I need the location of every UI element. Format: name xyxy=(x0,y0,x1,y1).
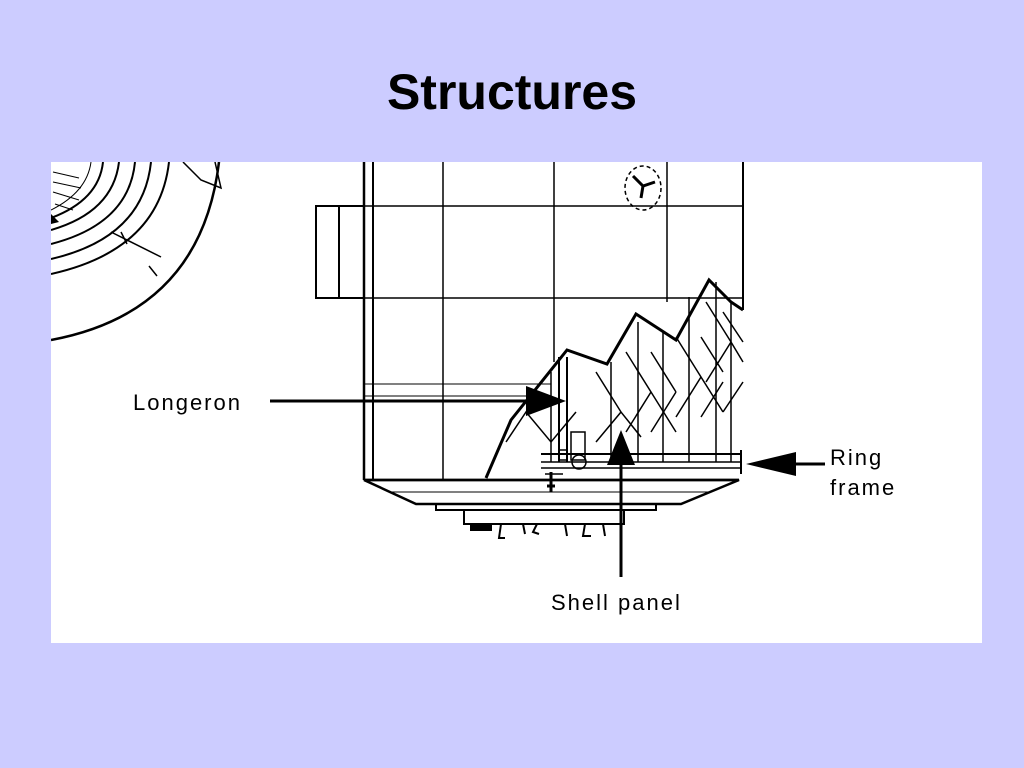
main-body xyxy=(362,162,744,480)
shell-lattice xyxy=(505,282,744,462)
bottom-adapter xyxy=(363,472,740,539)
ring-frame xyxy=(541,450,742,475)
longeron-label: Longeron xyxy=(133,390,242,415)
shell-panel-arrow xyxy=(607,430,635,577)
ring-frame-label-line2: frame xyxy=(830,475,897,500)
longeron-strut xyxy=(550,357,587,470)
longeron-arrow xyxy=(270,386,566,416)
ring-frame-label: Ring frame xyxy=(830,443,896,503)
structure-diagram: Longeron Ring frame Shell panel xyxy=(51,162,982,643)
ring-frame-arrow xyxy=(746,452,825,476)
slide-title: Structures xyxy=(386,64,638,120)
circular-assembly xyxy=(51,162,223,342)
top-fitting xyxy=(624,165,662,211)
ring-frame-label-line1: Ring xyxy=(830,445,884,470)
shell-panel-label: Shell panel xyxy=(551,590,682,615)
spacecraft-drawing xyxy=(51,162,825,577)
